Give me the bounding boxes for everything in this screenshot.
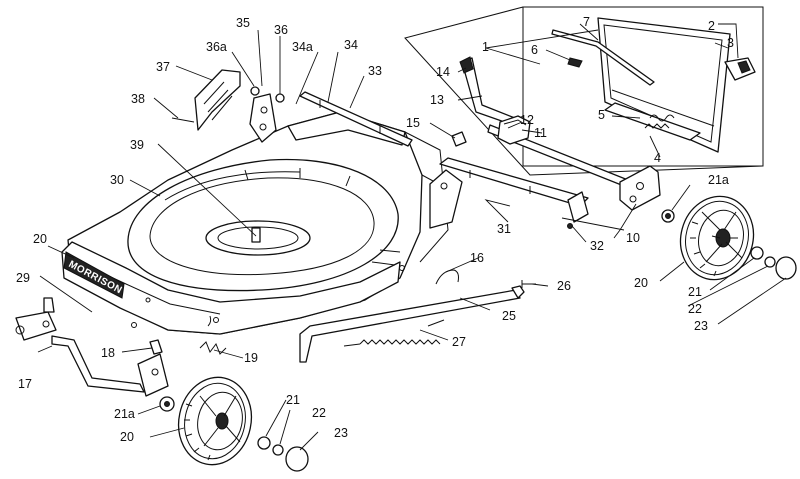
label-23-front: 23 (334, 426, 348, 440)
hinge-plate (249, 93, 277, 143)
label-20-front: 20 (120, 430, 134, 444)
catcher-spring (644, 123, 670, 129)
hinge-rod (299, 91, 413, 147)
part-labels: 1 2 3 4 5 6 7 10 11 12 13 14 15 16 17 18… (16, 15, 734, 444)
label-11: 11 (534, 126, 547, 140)
label-37: 37 (156, 60, 170, 74)
label-25: 25 (502, 309, 516, 323)
label-19: 19 (244, 351, 258, 365)
spring-19 (199, 341, 227, 355)
label-4: 4 (654, 151, 661, 165)
front-clip-right (149, 339, 163, 355)
label-22-front: 22 (312, 406, 326, 420)
label-27: 27 (452, 335, 466, 349)
height-linkage (299, 269, 536, 363)
rear-bracket-right (567, 191, 589, 223)
label-34: 34 (344, 38, 358, 52)
label-12: 12 (520, 113, 534, 127)
front-nut-22 (272, 444, 284, 456)
label-21a-rear: 21a (708, 173, 729, 187)
label-38: 38 (131, 92, 145, 106)
front-washer-21 (257, 436, 271, 450)
washer-36 (275, 93, 285, 103)
front-bracket-right (137, 353, 169, 397)
label-29: 29 (16, 271, 30, 285)
rear-nut-22 (764, 256, 776, 268)
label-21a-front: 21a (114, 407, 135, 421)
label-18: 18 (101, 346, 115, 360)
label-17: 17 (18, 377, 32, 391)
label-36a: 36a (206, 40, 227, 54)
label-16: 16 (470, 251, 484, 265)
label-31: 31 (497, 222, 511, 236)
label-20-rear: 20 (634, 276, 648, 290)
front-clip-left (43, 297, 55, 313)
rear-bracket (429, 169, 463, 229)
label-36: 36 (274, 23, 288, 37)
label-21-front: 21 (286, 393, 300, 407)
label-15: 15 (406, 116, 420, 130)
rear-flap (194, 69, 241, 131)
front-axle-assembly (15, 297, 227, 397)
catcher-frame (597, 17, 731, 153)
label-21-rear: 21 (688, 285, 702, 299)
front-bracket-left (15, 311, 57, 341)
label-6: 6 (531, 43, 538, 57)
label-20-deck: 20 (33, 232, 47, 246)
linkage-end (511, 285, 525, 299)
label-14: 14 (436, 65, 450, 79)
spring-27 (359, 339, 441, 345)
grass-catcher-inset (404, 6, 764, 176)
label-30: 30 (110, 173, 124, 187)
front-axle (51, 335, 145, 393)
washer-36a (250, 86, 260, 96)
label-32: 32 (590, 239, 604, 253)
catcher-clip (567, 57, 583, 68)
label-34a: 34a (292, 40, 313, 54)
rear-hinge-parts (171, 69, 413, 147)
label-33: 33 (368, 64, 382, 78)
rear-axle-assembly (429, 131, 589, 229)
rear-axle-bar (439, 157, 589, 207)
label-26: 26 (557, 279, 571, 293)
mower-deck: MORRISON (61, 111, 449, 335)
label-39: 39 (130, 138, 144, 152)
leader-lines (37, 23, 787, 451)
catcher-flap (604, 102, 701, 141)
label-35: 35 (236, 16, 250, 30)
label-22-rear: 22 (688, 302, 702, 316)
rear-wheel (661, 195, 797, 281)
label-23-rear: 23 (694, 319, 708, 333)
label-1: 1 (482, 40, 489, 54)
spindle-bolt (251, 227, 261, 243)
rear-hubcap-23 (775, 256, 797, 280)
handle-bracket (619, 165, 661, 211)
rear-washer-21 (750, 246, 764, 260)
label-3: 3 (727, 36, 734, 50)
rear-clip-15 (451, 131, 467, 147)
flap-pin-38 (171, 117, 195, 123)
front-bumper (61, 241, 401, 335)
label-13: 13 (430, 93, 444, 107)
label-10: 10 (626, 231, 640, 245)
label-2: 2 (708, 19, 715, 33)
label-5: 5 (598, 108, 605, 122)
label-7: 7 (583, 15, 590, 29)
clip-16 (435, 269, 459, 285)
front-wheel (159, 376, 309, 472)
front-hubcap-23 (285, 446, 309, 472)
linkage-bar (299, 289, 521, 363)
